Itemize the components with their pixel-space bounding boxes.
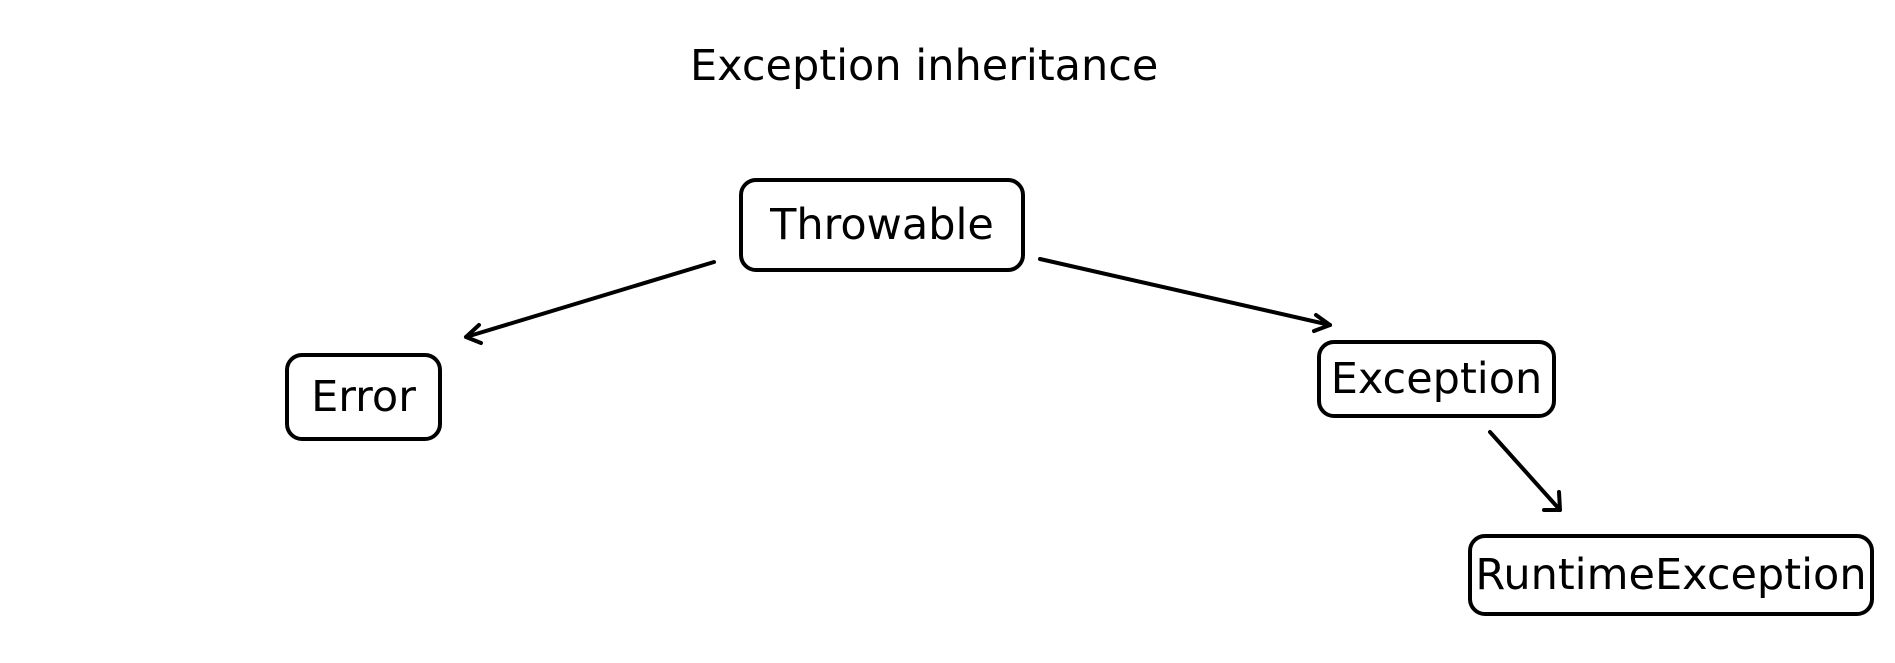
arrow-line xyxy=(1038,257,1332,327)
arrow-exception-to-runtimeexception xyxy=(1488,430,1562,512)
node-label: Throwable xyxy=(770,200,994,250)
arrow-throwable-to-error xyxy=(464,260,716,345)
node-label: Error xyxy=(311,372,416,422)
node-label: Exception xyxy=(1330,354,1543,404)
arrow-throwable-to-exception xyxy=(1038,257,1332,333)
node-label: RuntimeException xyxy=(1475,550,1867,600)
arrowhead xyxy=(1542,490,1562,512)
arrow-line xyxy=(1488,430,1562,512)
diagram-title: Exception inheritance xyxy=(690,41,1159,91)
arrowhead xyxy=(1312,313,1332,333)
node-runtimeexception: RuntimeException xyxy=(1468,534,1874,616)
arrow-line xyxy=(464,260,716,339)
node-throwable: Throwable xyxy=(739,178,1025,272)
node-exception: Exception xyxy=(1317,340,1556,418)
node-error: Error xyxy=(285,353,442,441)
arrowhead xyxy=(464,323,483,345)
